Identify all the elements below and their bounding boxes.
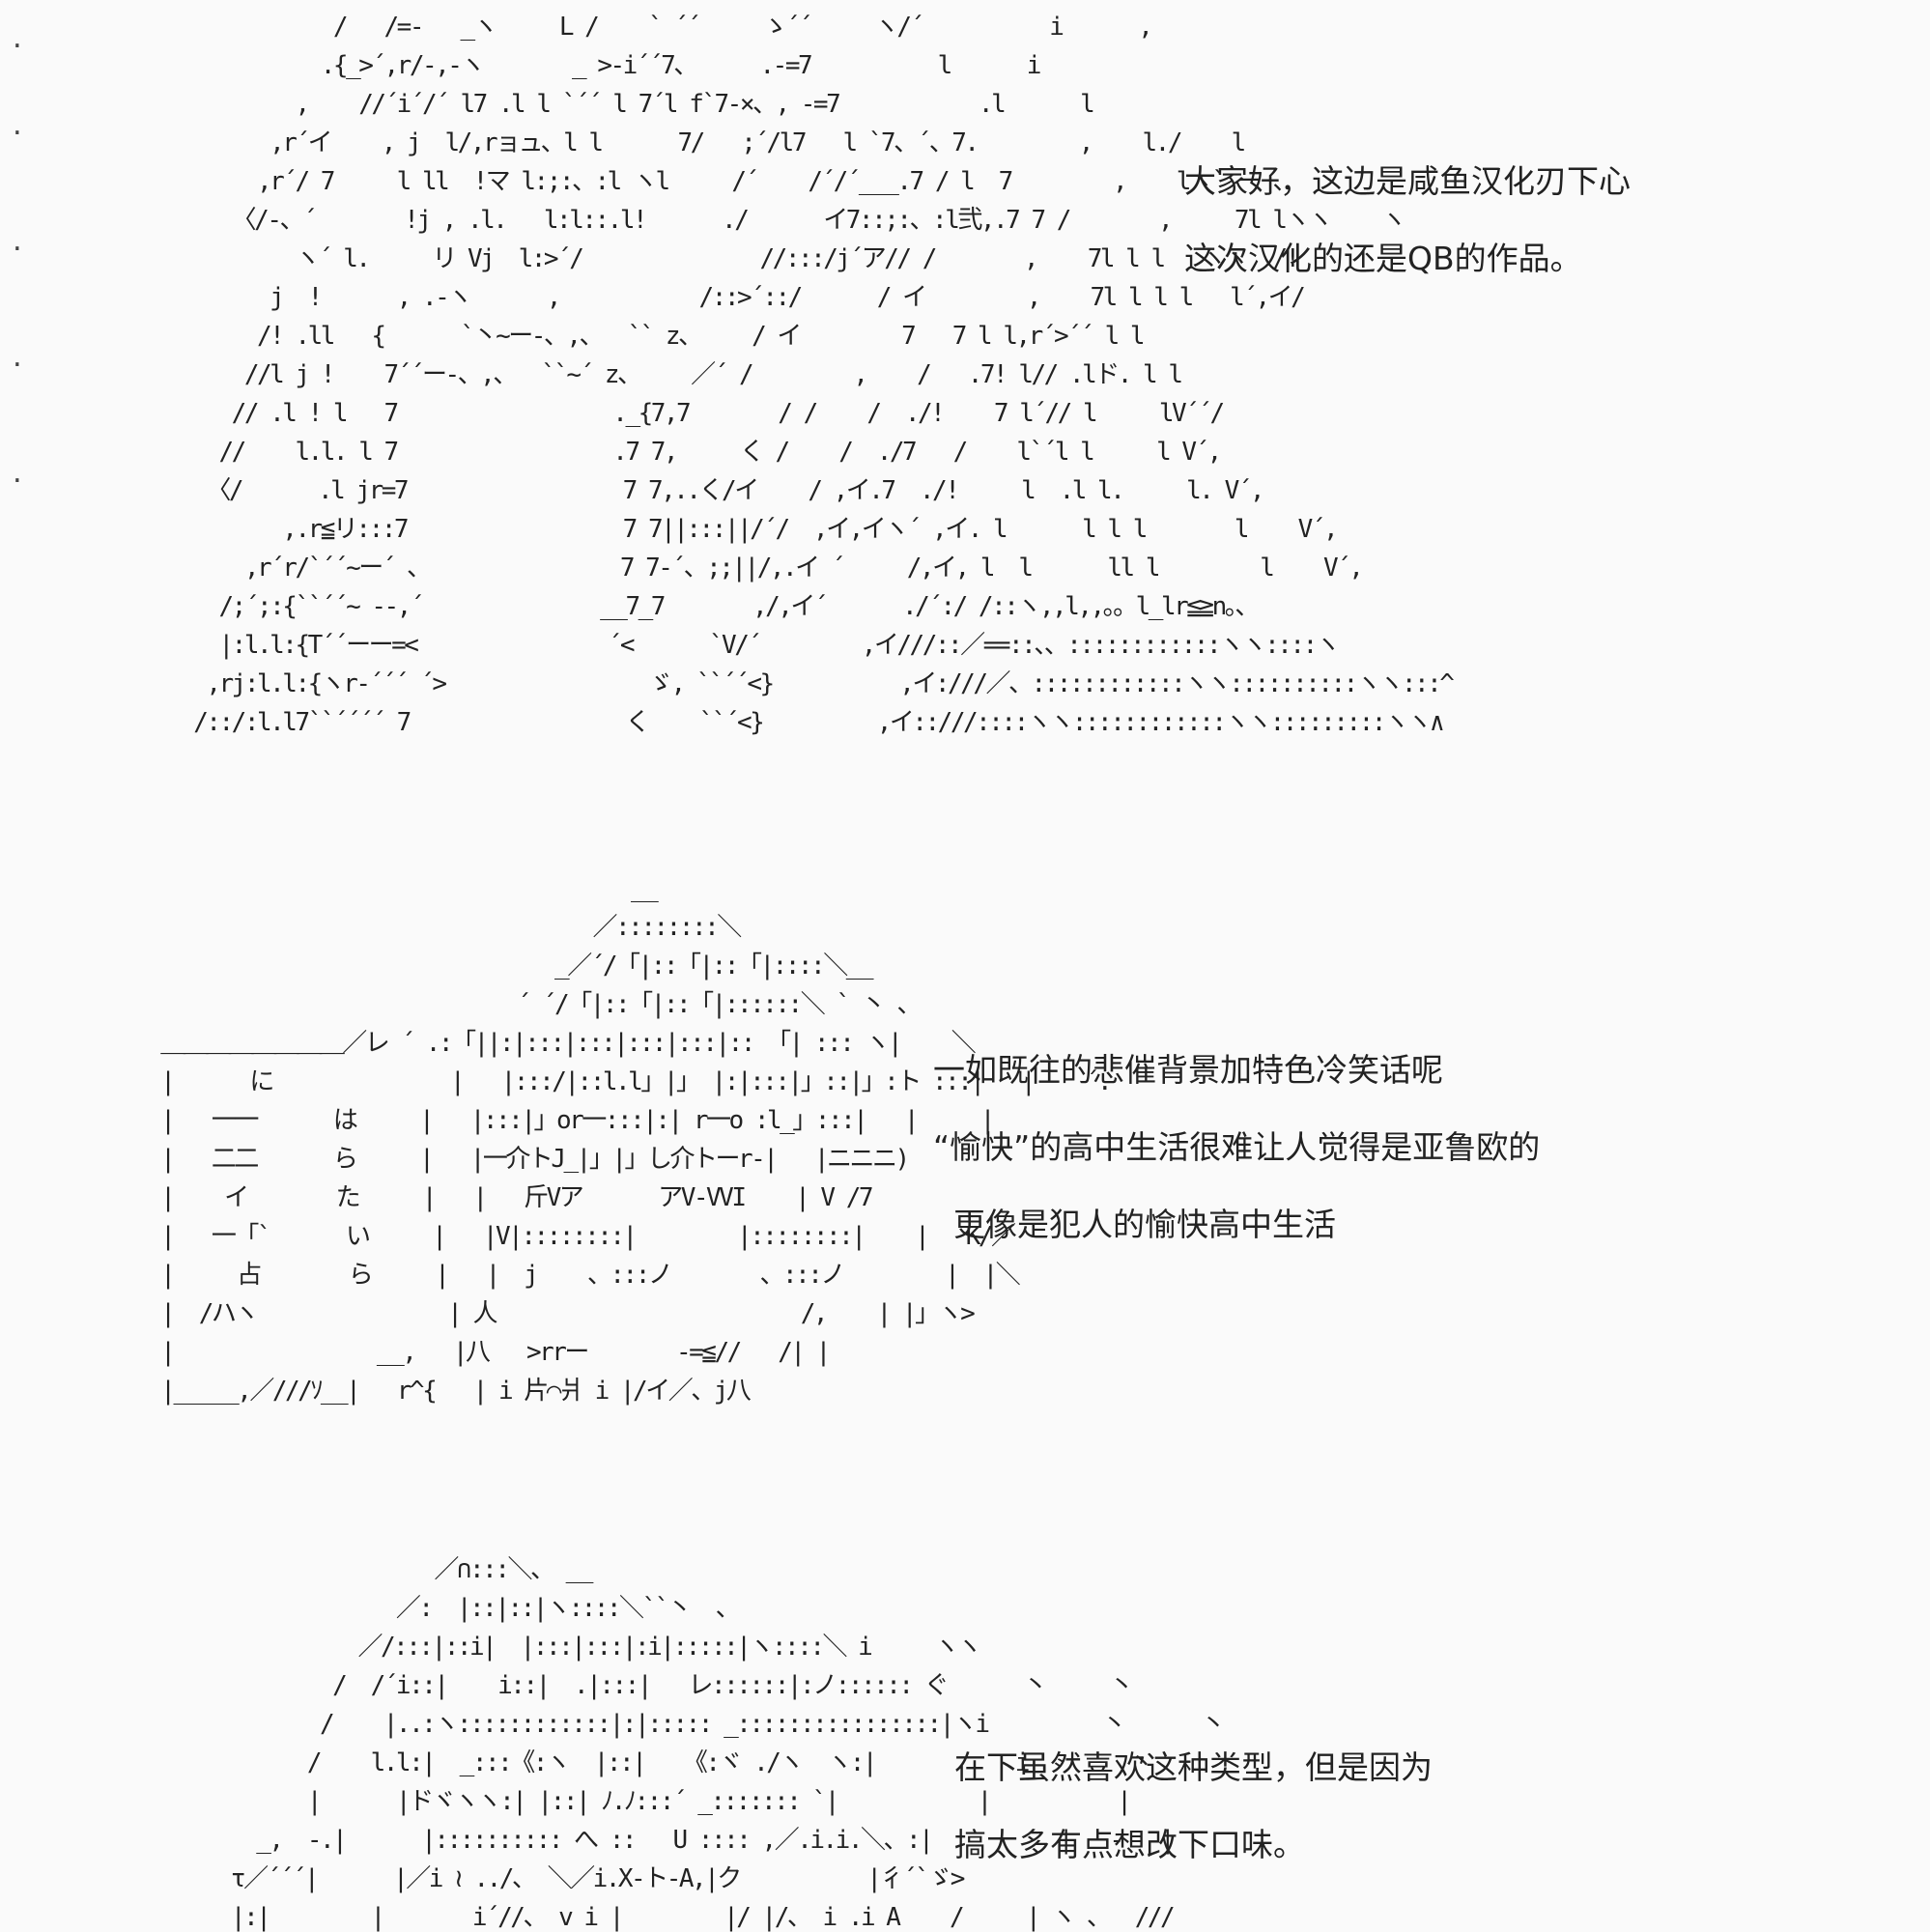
caption-panel-3: 在下虽然喜欢这种类型，但是因为 搞太多有点想改下口味。 — [954, 1729, 1433, 1884]
caption-line: 更像是犯人的愉快高中生活 — [933, 1206, 1336, 1243]
caption-panel-2: 一如既往的悲催背景加特色冷笑话呢 “愉快”的高中生活很难让人觉得是亚鲁欧的 更像… — [933, 1032, 1540, 1264]
ascii-art-panel-2: __ ／::::::::＼ _／´/「|::「|::「|::::＼__ ´ ´/… — [160, 874, 1112, 1406]
margin-dots: . . . . . — [10, 25, 25, 489]
caption-line: 一如既往的悲催背景加特色冷笑话呢 — [933, 1051, 1443, 1089]
caption-line: 在下虽然喜欢这种类型，但是因为 — [954, 1748, 1433, 1786]
ascii-art-panel-3: ／∩:::＼、 __ ／: |::|::|ヽ::::＼``丶 、 ／/:::|:… — [230, 1555, 1226, 1932]
caption-line: 大家好，这边是咸鱼汉化刃下心 — [1184, 162, 1631, 200]
caption-panel-1: 大家好，这边是咸鱼汉化刃下心 这次汉化的还是QB的作品。 — [1184, 143, 1631, 298]
ascii-art-panel-1: / /=- _ヽ L / ` ´´ ゝ´´ ヽ/´ i , .{_>´,r/-,… — [193, 13, 1455, 737]
caption-line: “愉快”的高中生活很难让人觉得是亚鲁欧的 — [933, 1128, 1541, 1166]
caption-line: 搞太多有点想改下口味。 — [954, 1826, 1305, 1863]
caption-line: 这次汉化的还是QB的作品。 — [1184, 240, 1582, 277]
